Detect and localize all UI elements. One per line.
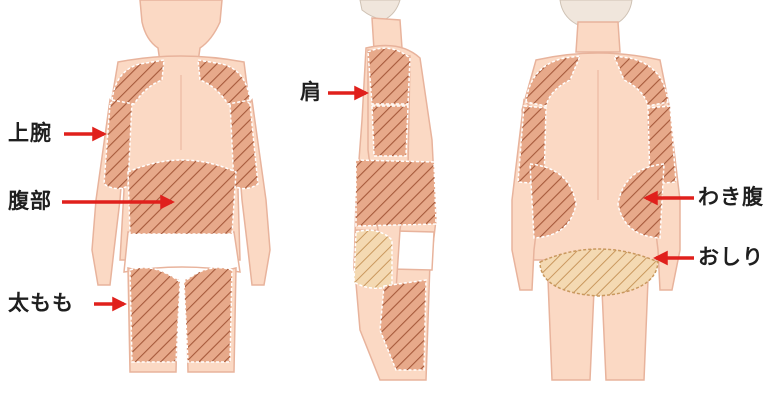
- front-thigh-zones: [130, 268, 232, 362]
- label-upper-arm: 上腕: [8, 123, 52, 144]
- label-flank: わき腹: [698, 187, 764, 208]
- back-figure: [512, 0, 680, 380]
- label-buttocks: おしり: [698, 247, 764, 268]
- side-upper-arm-zone: [372, 106, 408, 156]
- side-buttocks-zone: [354, 230, 392, 288]
- side-figure: [354, 0, 436, 380]
- front-belly-zone: [128, 160, 236, 234]
- front-figure: [92, 0, 270, 372]
- side-shoulder-zone: [368, 48, 410, 104]
- label-thigh: 太もも: [8, 293, 74, 314]
- label-shoulder: 肩: [300, 82, 322, 103]
- side-belly-zone: [356, 160, 436, 226]
- label-belly: 腹部: [8, 191, 52, 212]
